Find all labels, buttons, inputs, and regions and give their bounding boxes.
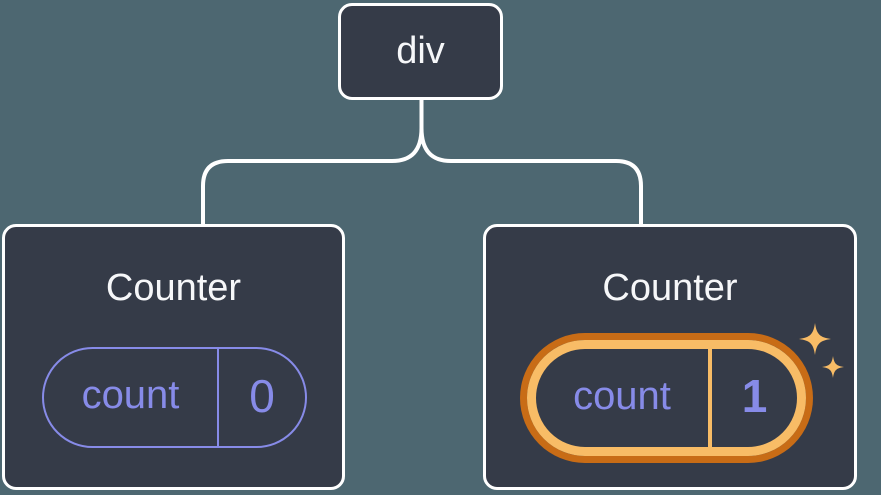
state-pill-left: count 0 [42,347,307,448]
connector-branch-right [419,98,643,229]
sparkle-icon-small [822,356,844,378]
counter-node-right: Counter count 1 [483,224,857,490]
connector-branch-left [201,98,424,229]
root-node-label: div [396,30,445,72]
state-key-label: count [81,373,180,417]
state-pill-highlighted: count 1 [527,340,806,456]
state-value: 0 [217,349,305,446]
sparkle-icon-large [799,323,831,355]
counter-right-title: Counter [602,267,738,309]
sparkle-icon [799,323,844,378]
state-key-label: count [573,373,671,418]
counter-node-left: Counter count 0 [2,224,345,490]
root-node-div: div [338,3,503,100]
state-value: 1 [708,349,797,447]
counter-left-title: Counter [105,267,242,309]
